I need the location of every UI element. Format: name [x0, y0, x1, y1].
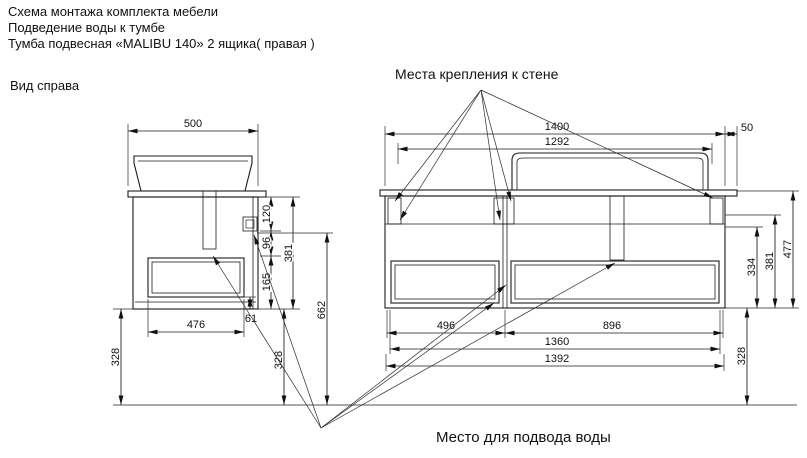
dim-381-front: 381: [725, 214, 781, 308]
cabinet-body-front: [384, 195, 726, 309]
dim-328-right-text: 328: [736, 347, 748, 365]
dim-120: 120: [258, 196, 300, 232]
dim-120-text: 120: [261, 205, 273, 223]
sink-front-outline: [511, 152, 709, 190]
countertop-front: [379, 189, 738, 197]
dim-334-text: 334: [746, 258, 758, 276]
diagram-title: Схема монтажа комплекта мебели: [8, 4, 218, 19]
header-block: Схема монтажа комплекта мебели Подведени…: [8, 4, 315, 51]
dim-477-text: 477: [782, 240, 794, 258]
dim-662: 662: [257, 232, 333, 405]
mounting-bracket-left: [387, 197, 402, 225]
dim-328-right: 328: [734, 308, 749, 405]
mounting-bracket-right: [709, 197, 724, 225]
product-name: Тумба подвесная «MALIBU 140» 2 ящика( пр…: [8, 36, 315, 51]
drawer-box-side: [147, 257, 245, 298]
water-outlet-bracket-inner: [245, 219, 255, 229]
dim-1400: 1400: [384, 120, 726, 186]
drain-pipe-side: [202, 190, 217, 250]
dim-96: 96: [259, 231, 281, 257]
drawer-box-left: [390, 260, 500, 304]
dim-496-text: 496: [437, 320, 455, 332]
dim-1360: 1360: [389, 310, 721, 354]
dim-1360-text: 1360: [545, 336, 569, 348]
dim-500: 500: [127, 117, 259, 186]
dim-381-side-text: 381: [283, 244, 295, 262]
mounting-bracket-middle: [493, 197, 515, 225]
front-view-drawing: [379, 152, 738, 309]
water-supply-label: Место для подвода воды: [436, 429, 611, 446]
dim-1400-text: 1400: [545, 121, 569, 133]
countertop-side: [127, 190, 267, 198]
dim-1292-text: 1292: [545, 136, 569, 148]
drawer-box-right: [510, 260, 720, 304]
dim-476: 476: [147, 299, 245, 337]
dim-1392-text: 1392: [545, 353, 569, 365]
water-supply-leaders: [212, 234, 616, 429]
dim-50: 50: [725, 121, 755, 186]
dim-476-text: 476: [187, 319, 205, 331]
drawer-box-left-inner: [394, 264, 496, 300]
dim-662-text: 662: [316, 301, 328, 319]
drain-pipe-front: [609, 195, 625, 261]
drawer-box-right-inner: [514, 264, 716, 300]
dim-1392: 1392: [385, 352, 725, 371]
dim-328-mid-text: 328: [273, 351, 285, 369]
sink-front-inner: [516, 157, 704, 190]
side-view-label: Вид справа: [10, 78, 80, 93]
dim-328-left: 328: [108, 308, 133, 405]
dim-896: 896: [505, 310, 724, 338]
wall-mounting-leaders: [394, 89, 714, 221]
dim-328-left-text: 328: [110, 348, 122, 366]
dim-328-mid: 328: [271, 309, 286, 405]
water-outlet-bracket: [242, 216, 258, 232]
dim-1292: 1292: [397, 135, 713, 164]
dim-896-text: 896: [603, 320, 621, 332]
dim-500-text: 500: [184, 118, 202, 130]
side-view-drawing: [127, 155, 267, 310]
dim-496: 496: [386, 310, 506, 338]
drawer-box-side-inner: [151, 261, 241, 294]
dim-61: 61: [243, 296, 259, 327]
dim-96-text: 96: [261, 237, 273, 249]
dim-477: 477: [737, 190, 799, 308]
wall-mounting-label: Места крепления к стене: [395, 66, 559, 82]
dim-50-text: 50: [741, 122, 753, 134]
dim-381-front-text: 381: [764, 252, 776, 270]
cabinet-body-side: [132, 196, 259, 310]
dim-165-text: 165: [261, 273, 273, 291]
dim-165: 165: [258, 256, 300, 310]
dim-334: 334: [725, 226, 799, 309]
center-divider: [502, 196, 508, 308]
dim-381-side: 381: [281, 197, 296, 309]
diagram-subtitle: Подведение воды к тумбе: [8, 20, 165, 35]
